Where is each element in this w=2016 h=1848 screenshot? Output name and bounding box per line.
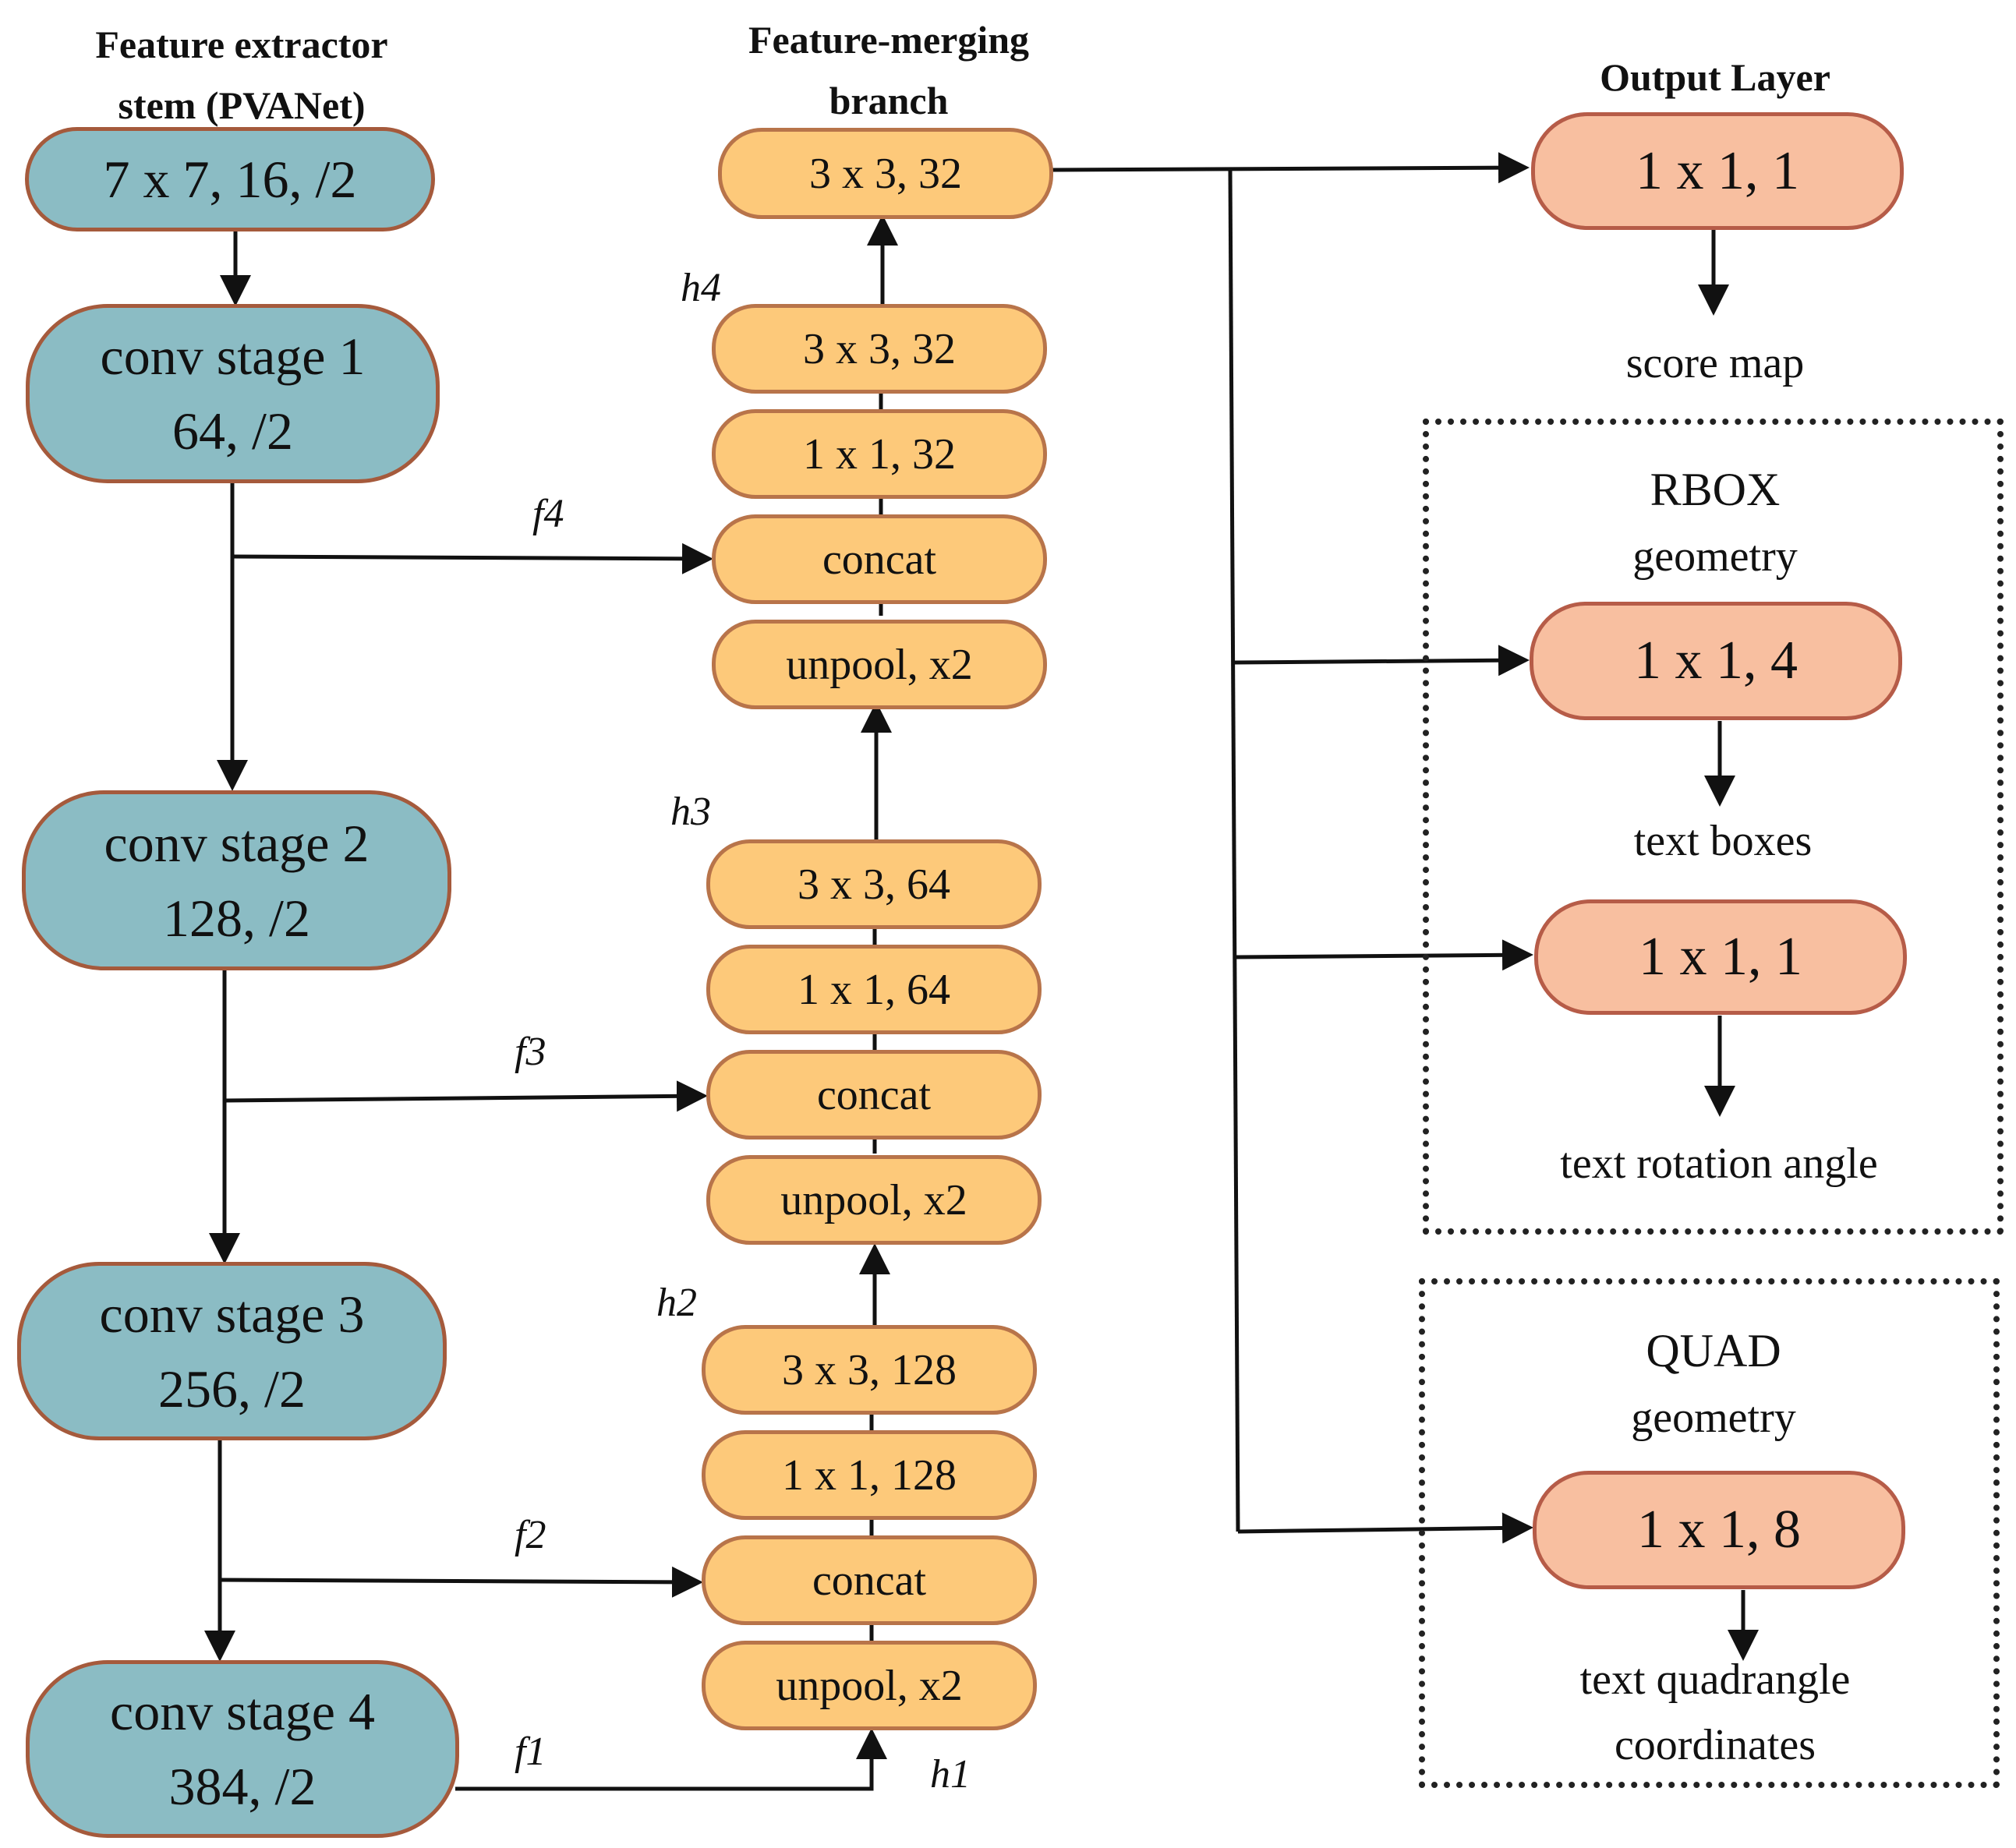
- output-trunk: [1228, 169, 1240, 1532]
- stem-node-params: 128, /2: [163, 888, 310, 948]
- tag-h4: h4: [681, 266, 721, 310]
- stem-node-conv-stage-2: conv stage 2 128, /2: [22, 790, 451, 970]
- arrow-f4: [232, 542, 713, 574]
- stem-heading: Feature extractor stem (PVANet): [31, 14, 452, 136]
- arrow-f3: [224, 1080, 708, 1112]
- merge-node-concat-2: concat: [706, 1050, 1042, 1140]
- output-heading: Output Layer: [1600, 55, 1830, 99]
- arrow-f2: [219, 1566, 703, 1598]
- output-node-quad: 1 x 1, 8: [1533, 1471, 1905, 1589]
- stem-heading-line2: stem (PVANet): [118, 83, 366, 127]
- arrow-f1: [455, 1728, 887, 1791]
- quad-title-line2: geometry: [1631, 1394, 1796, 1442]
- tag-f2: f2: [515, 1513, 546, 1557]
- arrow-to-score: [1052, 152, 1530, 184]
- stem-node-params: 384, /2: [168, 1757, 317, 1816]
- merge-node-unpool-3: unpool, x2: [702, 1641, 1037, 1730]
- quad-group: [1419, 1278, 2000, 1788]
- tag-f3: f3: [515, 1030, 546, 1074]
- tag-f1: f1: [515, 1730, 546, 1774]
- merge-node-conv3x3-64: 3 x 3, 64: [706, 839, 1042, 929]
- merge-heading-line1: Feature-merging: [748, 18, 1030, 62]
- stem-node-title: conv stage 4: [110, 1682, 375, 1741]
- label-text-rotation-angle: text rotation angle: [1560, 1140, 1878, 1188]
- rbox-group: [1423, 419, 2004, 1235]
- stem-node-conv-stage-1: conv stage 1 64, /2: [26, 304, 440, 483]
- label-text-quadrangle: text quadrangle: [1579, 1655, 1851, 1704]
- output-node-score: 1 x 1, 1: [1531, 112, 1904, 230]
- arrow-to-rbox: [1234, 645, 1530, 677]
- tag-h3: h3: [670, 790, 711, 834]
- arrow-to-angle: [1236, 939, 1533, 971]
- stem-node-conv7x7: 7 x 7, 16, /2: [25, 127, 435, 231]
- merge-node-conv3x3-32-out: 3 x 3, 32: [718, 128, 1053, 219]
- stem-node-params: 256, /2: [158, 1359, 306, 1419]
- merge-node-unpool-1: unpool, x2: [712, 620, 1047, 709]
- merge-node-conv3x3-32: 3 x 3, 32: [712, 304, 1047, 394]
- merge-node-unpool-2: unpool, x2: [706, 1155, 1042, 1245]
- output-node-rbox: 1 x 1, 4: [1530, 602, 1902, 720]
- merge-node-concat-1: concat: [712, 514, 1047, 604]
- tag-h2: h2: [656, 1281, 697, 1325]
- stem-node-title: conv stage 3: [99, 1284, 365, 1344]
- tag-f4: f4: [532, 492, 564, 536]
- merge-node-conv3x3-128: 3 x 3, 128: [702, 1325, 1037, 1415]
- merge-node-concat-3: concat: [702, 1535, 1037, 1625]
- merge-heading-line2: branch: [829, 79, 949, 122]
- stem-heading-line1: Feature extractor: [95, 23, 388, 66]
- label-text-boxes: text boxes: [1633, 817, 1813, 865]
- stem-node-conv-stage-4: conv stage 4 384, /2: [26, 1660, 459, 1838]
- stem-node-params: 64, /2: [172, 401, 293, 461]
- stem-node-title: conv stage 1: [100, 327, 366, 386]
- tag-h1: h1: [930, 1752, 971, 1797]
- rbox-title: RBOX geometry: [1536, 456, 1894, 590]
- stem-node-text: 7 x 7, 16, /2: [103, 150, 357, 209]
- rbox-title-line1: RBOX: [1650, 464, 1781, 515]
- rbox-title-line2: geometry: [1632, 532, 1798, 581]
- merge-node-conv1x1-64: 1 x 1, 64: [706, 945, 1042, 1034]
- quad-title-line1: QUAD: [1646, 1325, 1781, 1376]
- arrow-to-quad: [1237, 1512, 1533, 1544]
- merge-heading: Feature-merging branch: [686, 9, 1091, 131]
- quad-title: QUAD geometry: [1534, 1317, 1893, 1451]
- label-coordinates: coordinates: [1614, 1721, 1816, 1769]
- merge-node-conv1x1-128: 1 x 1, 128: [702, 1430, 1037, 1520]
- output-node-angle: 1 x 1, 1: [1534, 899, 1907, 1015]
- stem-node-conv-stage-3: conv stage 3 256, /2: [17, 1262, 447, 1440]
- label-score-map: score map: [1625, 339, 1805, 387]
- stem-node-title: conv stage 2: [104, 813, 370, 873]
- merge-node-conv1x1-32: 1 x 1, 32: [712, 409, 1047, 499]
